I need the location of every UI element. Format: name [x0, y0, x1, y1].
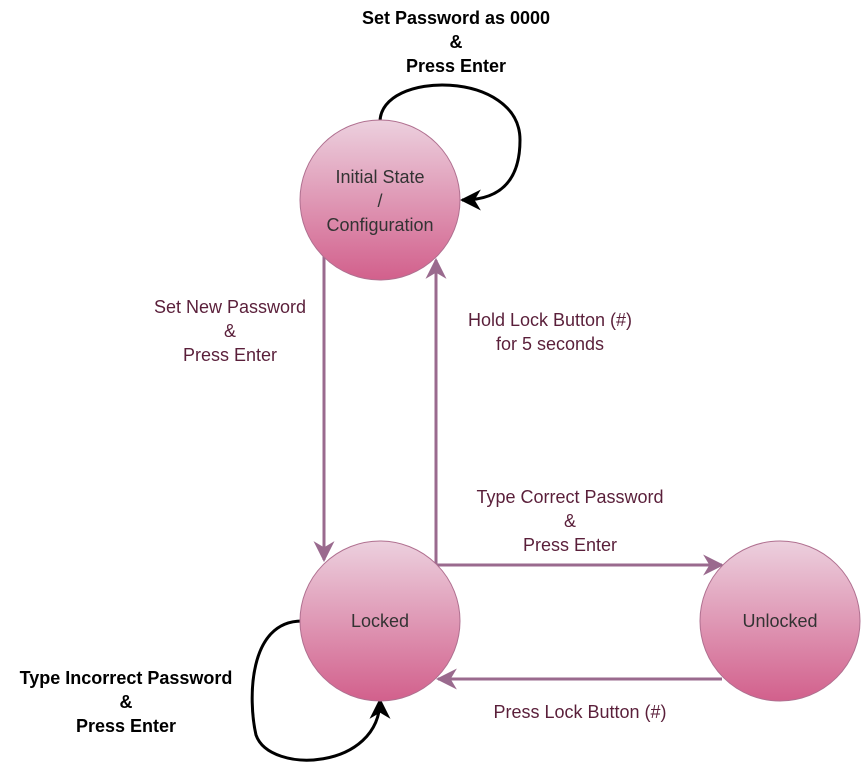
label-initial-to-locked: Set New Password & Press Enter: [154, 297, 306, 365]
state-unlocked: Unlocked: [699, 540, 861, 702]
label-locked-to-unlocked: Type Correct Password & Press Enter: [476, 487, 663, 555]
label-locked-self-line-2: &: [120, 692, 133, 712]
label-locked-to-unlocked-line-1: Type Correct Password: [476, 487, 663, 507]
state-initial-line-3: Configuration: [326, 215, 433, 235]
label-initial-to-locked-line-3: Press Enter: [183, 345, 277, 365]
label-initial-self-line-2: &: [450, 32, 463, 52]
state-unlocked-label: Unlocked: [742, 611, 817, 631]
label-locked-to-initial-line-2: for 5 seconds: [496, 334, 604, 354]
label-initial-to-locked-line-2: &: [224, 321, 236, 341]
label-locked-self-loop: Type Incorrect Password & Press Enter: [20, 668, 233, 736]
label-locked-to-initial: Hold Lock Button (#) for 5 seconds: [468, 310, 632, 354]
label-unlocked-to-locked-line-1: Press Lock Button (#): [493, 702, 666, 722]
label-initial-self-line-1: Set Password as 0000: [362, 8, 550, 28]
state-initial-line-2: /: [377, 191, 382, 211]
label-locked-to-unlocked-line-3: Press Enter: [523, 535, 617, 555]
label-initial-self-loop: Set Password as 0000 & Press Enter: [362, 8, 550, 76]
edge-locked-self-loop: [250, 619, 391, 762]
label-initial-to-locked-line-1: Set New Password: [154, 297, 306, 317]
label-initial-self-line-3: Press Enter: [406, 56, 506, 76]
state-initial: Initial State / Configuration: [299, 119, 461, 281]
state-locked-label: Locked: [351, 611, 409, 631]
label-locked-to-unlocked-line-2: &: [564, 511, 576, 531]
label-locked-self-line-3: Press Enter: [76, 716, 176, 736]
label-unlocked-to-locked: Press Lock Button (#): [493, 702, 666, 722]
state-locked: Locked: [299, 540, 461, 702]
label-locked-to-initial-line-1: Hold Lock Button (#): [468, 310, 632, 330]
label-locked-self-line-1: Type Incorrect Password: [20, 668, 233, 688]
edge-initial-self-loop: [378, 83, 522, 211]
state-initial-line-1: Initial State: [335, 167, 424, 187]
